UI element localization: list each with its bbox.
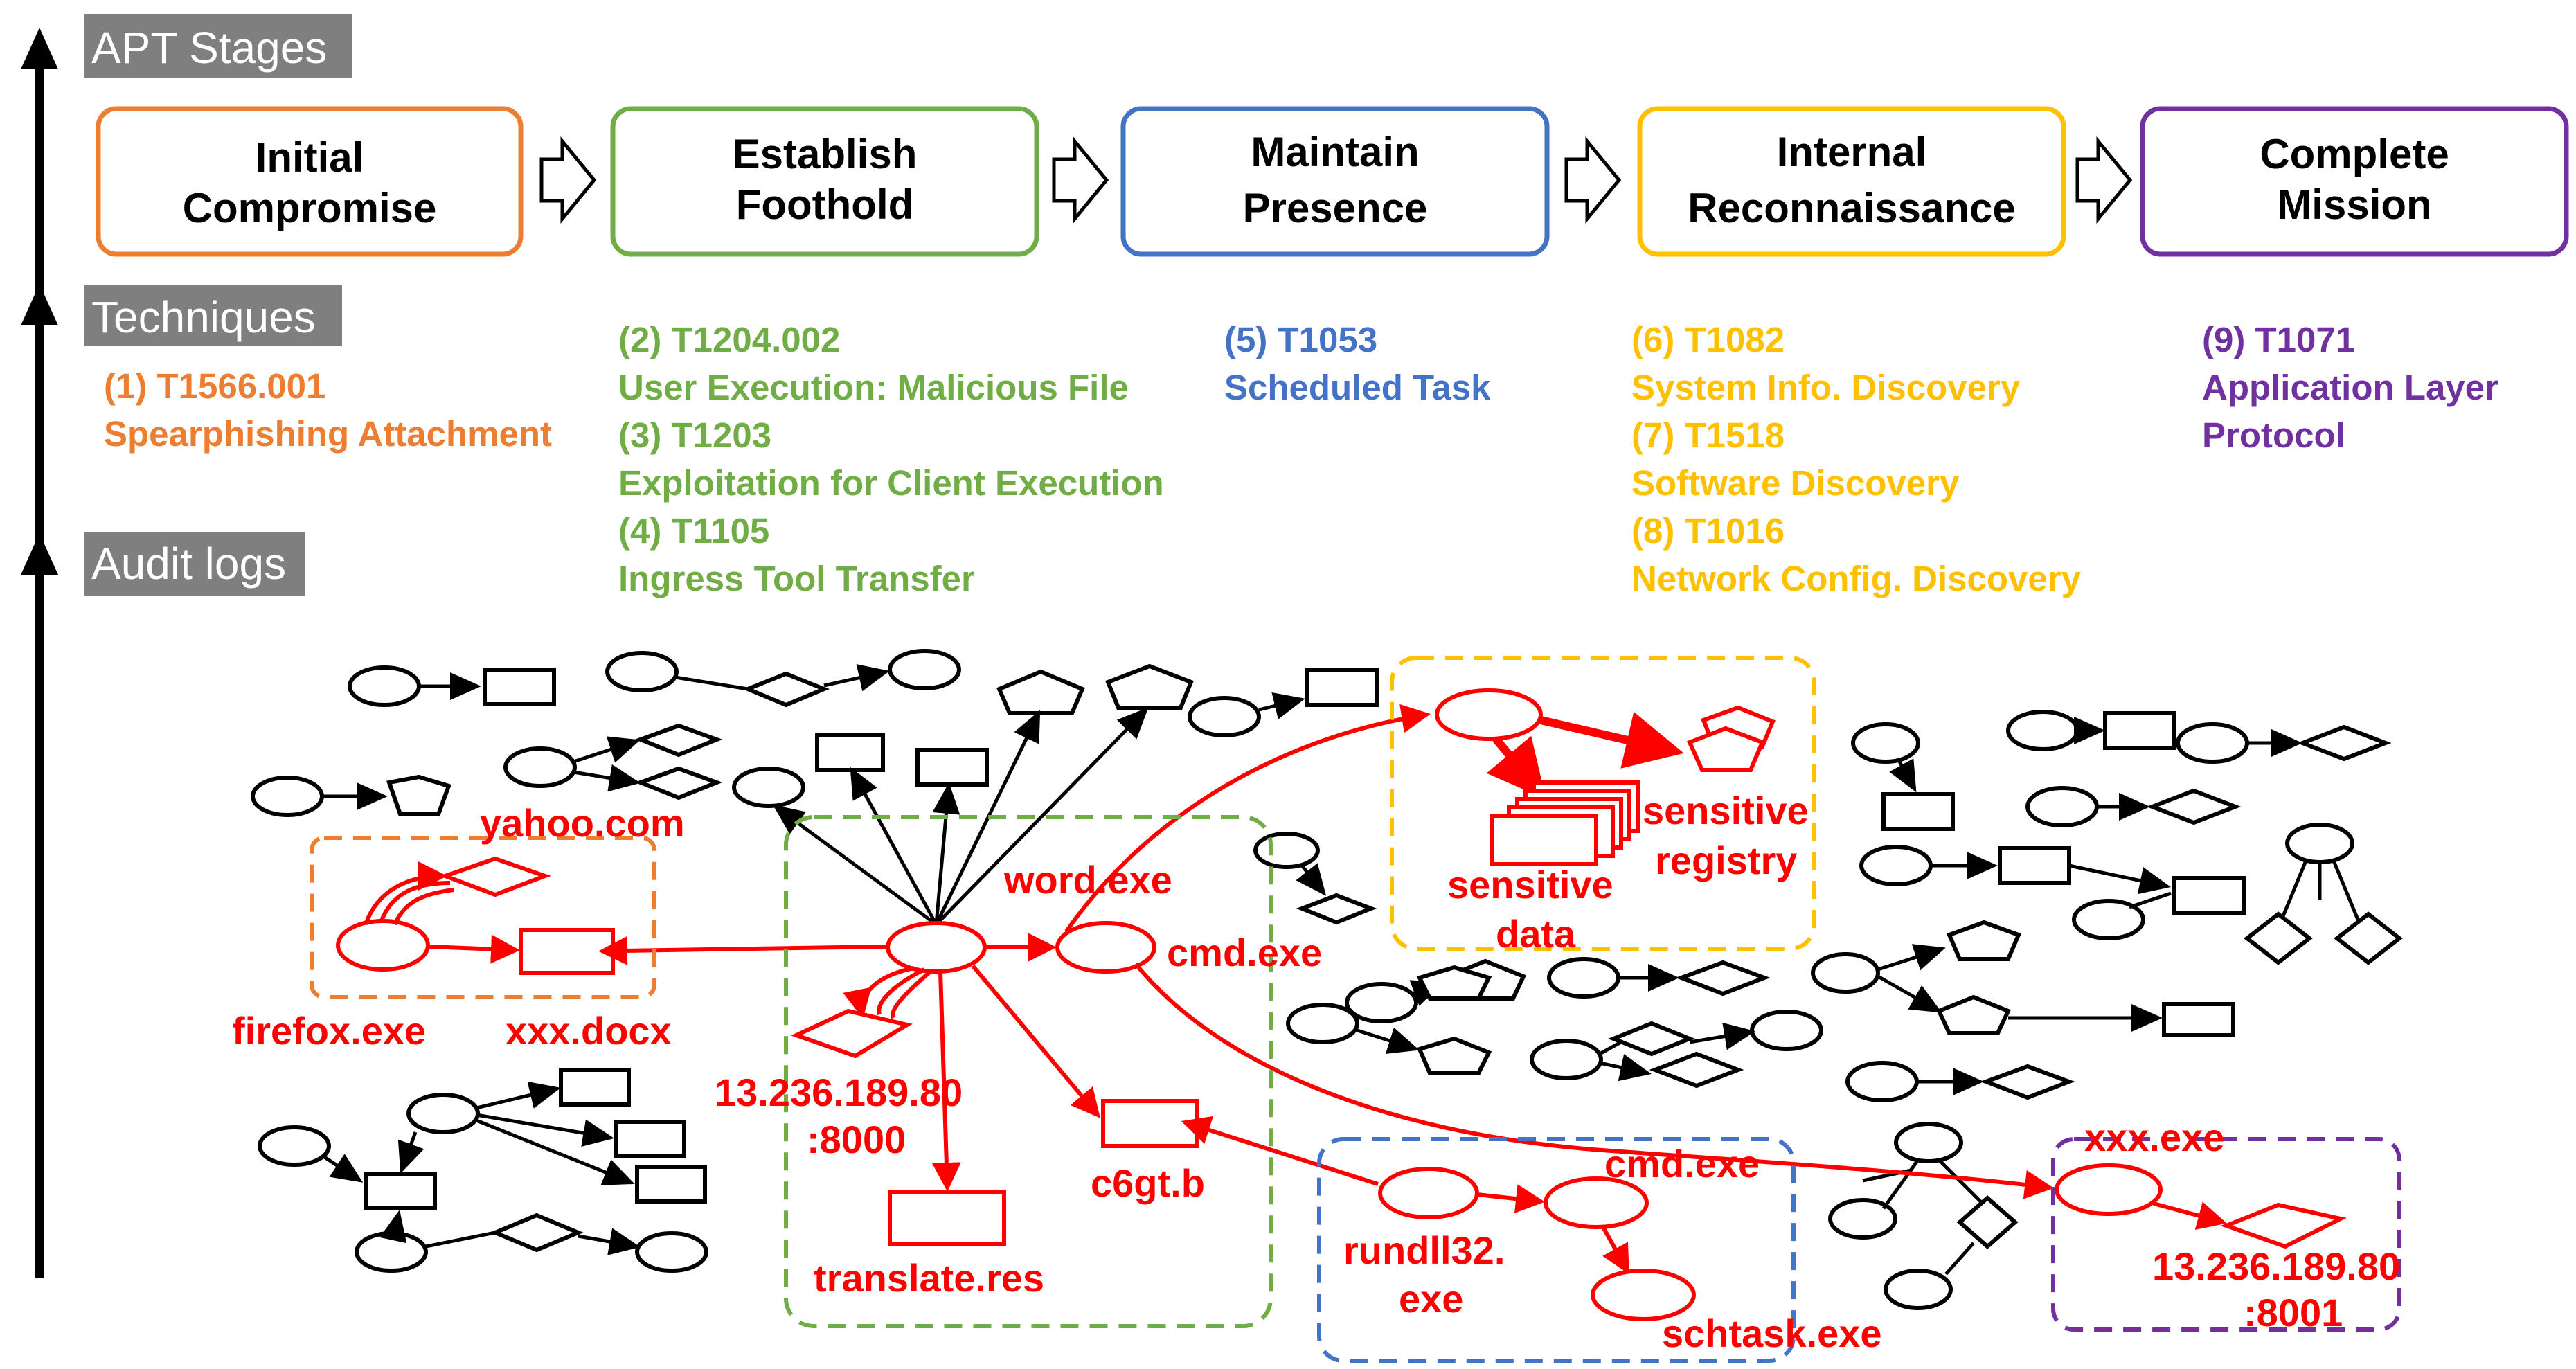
region-foothold: [784, 815, 1273, 1328]
stage-arrow-3: [1564, 136, 1622, 224]
cmd1-node: [1055, 921, 1156, 974]
technique-id: (4) T1105: [618, 511, 769, 551]
technique-id: (2) T1204.002: [618, 320, 840, 359]
word-node: [886, 921, 987, 974]
rundll32-node: [1378, 1167, 1479, 1219]
recon-process-node: [1435, 688, 1543, 741]
stage-initial-compromise: Initial Compromise: [96, 106, 524, 257]
region-presence: [1317, 1137, 1796, 1363]
stage-title-line2: Mission: [2277, 181, 2431, 228]
cmd2-label: cmd.exe: [1604, 1142, 1760, 1185]
stage-title-line2: Reconnaissance: [1688, 185, 2016, 231]
region-recon: [1390, 656, 1816, 951]
technique-name-line2: Protocol: [2202, 415, 2345, 455]
section-header-audit-logs: Audit logs: [84, 532, 305, 596]
technique-id: (5) T1053: [1224, 320, 1377, 359]
techniques-initial: (1) T1566.001 Spearphishing Attachment: [104, 366, 552, 454]
region-mission: [2051, 1137, 2401, 1332]
sensitive-registry-node: [1686, 726, 1765, 772]
firefox-node: [336, 919, 430, 972]
techniques-recon: (6) T1082 System Info. Discovery (7) T15…: [1631, 320, 2082, 598]
sensitive-registry-label-line1: sensitive: [1643, 789, 1809, 832]
stage-title-line1: Establish: [733, 131, 918, 177]
yahoo-label: yahoo.com: [480, 801, 685, 845]
apt-stages-label: APT Stages: [91, 23, 327, 73]
stage-title-line2: Compromise: [183, 185, 437, 231]
attack-provenance-graph: [336, 688, 2347, 1321]
section-header-techniques: Techniques: [84, 285, 342, 346]
stage-complete-mission: Complete Mission: [2140, 106, 2569, 257]
rundll32-label-line2: exe: [1399, 1277, 1463, 1321]
techniques-mission: (9) T1071 Application Layer Protocol: [2202, 320, 2498, 455]
section-header-apt-stages: APT Stages: [84, 14, 352, 78]
technique-name: Scheduled Task: [1224, 368, 1491, 407]
cmd1-label: cmd.exe: [1167, 931, 1322, 974]
stage-maintain-presence: Maintain Presence: [1120, 106, 1550, 257]
techniques-label: Techniques: [91, 292, 316, 342]
technique-name: Spearphishing Attachment: [104, 414, 552, 454]
stage-internal-reconnaissance: Internal Reconnaissance: [1637, 106, 2066, 257]
stage-arrow-2: [1052, 136, 1109, 224]
rundll32-label-line1: rundll32.: [1343, 1228, 1505, 1272]
stage-arrow-1: [539, 136, 597, 224]
benign-provenance-graph: [251, 649, 2403, 1310]
ip1-node: [791, 1008, 913, 1059]
ip2-node: [2220, 1202, 2347, 1249]
technique-id: (3) T1203: [618, 415, 771, 455]
technique-name: Software Discovery: [1631, 463, 1960, 503]
cmd2-node: [1544, 1176, 1649, 1229]
technique-id: (6) T1082: [1631, 320, 1785, 359]
vertical-axis: [21, 28, 58, 1278]
yahoo-node: [439, 856, 551, 897]
technique-id: (1) T1566.001: [104, 366, 325, 406]
technique-id: (7) T1518: [1631, 415, 1785, 455]
sensitive-registry-label-line2: registry: [1655, 839, 1797, 882]
sensitive-data-label-line1: sensitive: [1447, 863, 1613, 906]
technique-name: User Execution: Malicious File: [618, 368, 1129, 407]
techniques-foothold: (2) T1204.002 User Execution: Malicious …: [618, 320, 1164, 598]
stage-title-line1: Complete: [2260, 131, 2449, 177]
c6gt-node: [1101, 1099, 1199, 1148]
sensitive-data-label-line2: data: [1496, 912, 1576, 956]
audit-logs-label: Audit logs: [91, 539, 286, 589]
schtask-label: schtask.exe: [1662, 1312, 1882, 1355]
word-label: word.exe: [1003, 858, 1172, 902]
stage-title-line2: Presence: [1243, 185, 1428, 231]
xxxexe-label: xxx.exe: [2084, 1116, 2224, 1159]
technique-name: Network Config. Discovery: [1631, 559, 2082, 598]
stage-establish-foothold: Establish Foothold: [610, 106, 1039, 257]
stage-title-line1: Internal: [1777, 129, 1927, 175]
stage-title-line1: Initial: [256, 134, 364, 181]
ip1-label-line2: :8000: [807, 1118, 906, 1161]
ip1-label-line1: 13.236.189.80: [715, 1071, 963, 1114]
technique-name: Application Layer: [2202, 368, 2498, 407]
techniques-presence: (5) T1053 Scheduled Task: [1224, 320, 1491, 407]
technique-name: Exploitation for Client Execution: [618, 463, 1164, 503]
region-initial: [310, 836, 656, 999]
stage-arrow-4: [2075, 136, 2133, 224]
c6gt-label: c6gt.b: [1091, 1161, 1205, 1205]
ip2-label-line2: :8001: [2244, 1291, 2343, 1334]
schtask-node: [1591, 1269, 1696, 1321]
xxxexe-node: [2055, 1163, 2163, 1216]
technique-name: System Info. Discovery: [1631, 368, 2021, 407]
stage-arrows: [539, 136, 2133, 224]
docx-node: [519, 928, 615, 975]
firefox-label: firefox.exe: [232, 1009, 426, 1053]
stage-regions: [310, 656, 2401, 1363]
translate-node: [888, 1190, 1006, 1246]
technique-id: (8) T1016: [1631, 511, 1785, 551]
translate-label: translate.res: [814, 1256, 1044, 1300]
stage-title-line1: Maintain: [1251, 129, 1419, 175]
ip2-label-line1: 13.236.189.80: [2152, 1244, 2400, 1288]
stage-title-line2: Foothold: [736, 181, 914, 228]
docx-label: xxx.docx: [506, 1009, 672, 1053]
technique-name: Ingress Tool Transfer: [618, 559, 975, 598]
technique-id: (9) T1071: [2202, 320, 2355, 359]
sensitive-data-node: [1490, 814, 1598, 866]
attack-node-labels: yahoo.com firefox.exe xxx.docx word.exe …: [232, 789, 2400, 1355]
